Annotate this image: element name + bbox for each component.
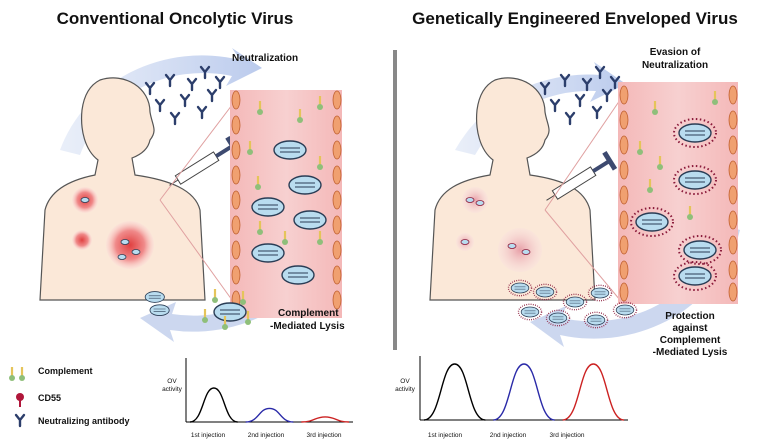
left-label-complement: Complement (278, 308, 339, 319)
right-label-lysis: -Mediated Lysis (653, 347, 728, 358)
left-zoom-lines (159, 104, 233, 301)
right-chart-ylabel-activity: activity (395, 386, 416, 393)
right-chart-tick-3: 3rd injection (549, 432, 584, 439)
left-label-lysis: -Mediated Lysis (270, 321, 345, 332)
legend-antibody-icon (14, 413, 26, 428)
legend-complement-label: Complement (38, 366, 93, 376)
left-blood-vessel (230, 90, 342, 318)
legend: Complement CD55 Neutralizing antibody (7, 365, 130, 428)
right-label-evasion: Evasion of (650, 47, 701, 58)
panel-divider (393, 50, 397, 350)
right-syringe (546, 151, 618, 201)
right-label-protection: Protection (665, 311, 714, 322)
right-ov-activity-chart: OV activity 1st injection 2nd injection … (395, 356, 628, 439)
right-zoom-lines (544, 99, 621, 301)
legend-complement-icon (7, 365, 27, 383)
right-chart-tick-2: 2nd injection (490, 432, 527, 439)
right-label-against: against (672, 323, 708, 334)
right-panel-title: Genetically Engineered Enveloped Virus (412, 9, 738, 28)
left-panel-title: Conventional Oncolytic Virus (57, 9, 294, 28)
left-tumors (72, 187, 154, 269)
right-chart-ylabel-ov: OV (400, 378, 410, 385)
right-tumors (456, 187, 542, 272)
left-chart-tick-1: 1st injection (191, 432, 226, 439)
left-label-neutralization: Neutralization (232, 53, 298, 64)
legend-cd55-icon (16, 393, 24, 407)
right-chart-tick-1: 1st injection (428, 432, 463, 439)
right-activity-curve-2 (493, 363, 555, 421)
right-released-viruses (507, 279, 638, 329)
left-activity-curve-3 (301, 416, 350, 423)
left-chart-tick-2: 2nd injection (248, 432, 285, 439)
left-activity-curve-1 (189, 387, 238, 423)
legend-cd55-label: CD55 (38, 393, 61, 403)
left-ov-activity-chart: OV activity 1st injection 2nd injection … (162, 358, 353, 439)
right-blood-vessel (618, 82, 738, 304)
right-activity-curve-1 (423, 363, 486, 421)
right-label-neutralization: Neutralization (642, 60, 708, 71)
left-chart-ylabel-ov: OV (167, 378, 177, 385)
right-label-complement: Complement (660, 335, 721, 346)
right-activity-curve-3 (562, 363, 625, 421)
left-activity-curve-2 (245, 407, 294, 423)
left-chart-tick-3: 3rd injection (306, 432, 341, 439)
left-chart-ylabel-activity: activity (162, 386, 183, 393)
legend-antibody-label: Neutralizing antibody (38, 416, 130, 426)
